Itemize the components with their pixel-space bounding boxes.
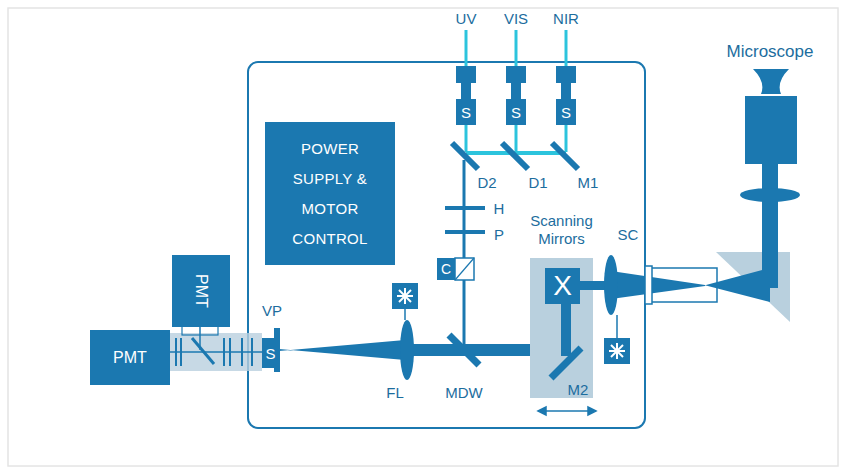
node-text: Scanning Mirrors bbox=[524, 212, 599, 248]
beam bbox=[279, 340, 405, 360]
beam bbox=[463, 160, 466, 350]
polarizer bbox=[445, 230, 485, 234]
frame bbox=[8, 8, 838, 466]
lens bbox=[604, 255, 618, 315]
scanner-band: Scanning MirrorsX bbox=[530, 258, 593, 398]
detector-path bbox=[170, 325, 262, 371]
part-label: MDW bbox=[445, 384, 483, 401]
lens bbox=[740, 188, 800, 202]
housing bbox=[248, 62, 645, 428]
scanner-box: X bbox=[545, 268, 580, 304]
part-label: D1 bbox=[528, 174, 547, 191]
part-label: P bbox=[494, 226, 504, 243]
compensator bbox=[455, 258, 474, 280]
eyepiece bbox=[753, 69, 789, 94]
part-label: M1 bbox=[578, 174, 599, 191]
instrument-label: Microscope bbox=[727, 42, 814, 62]
scanner-band bbox=[530, 258, 593, 398]
half-wave-plate bbox=[445, 206, 485, 210]
motor-icon bbox=[392, 283, 418, 320]
window bbox=[645, 266, 652, 304]
beam bbox=[704, 268, 770, 302]
translation-arrow bbox=[538, 407, 596, 415]
detector-box: PMT bbox=[90, 330, 170, 385]
fiber-couplers bbox=[456, 66, 576, 99]
source-label: NIR bbox=[553, 10, 579, 27]
source-label: UV bbox=[456, 10, 477, 27]
dichroic-mirror bbox=[449, 335, 479, 365]
fiber-coupler: S bbox=[456, 99, 476, 125]
part-label: SC bbox=[618, 226, 639, 243]
fibers bbox=[466, 30, 566, 153]
control-box: POWER SUPPLY & MOTOR CONTROL bbox=[265, 122, 395, 265]
pinhole-box: S bbox=[262, 338, 279, 368]
part-label: H bbox=[494, 200, 505, 217]
part-label: FL bbox=[386, 384, 404, 401]
node-text: PMT bbox=[192, 274, 210, 308]
mirrors bbox=[452, 143, 578, 169]
microscope-body bbox=[745, 96, 797, 164]
node-text: PMT bbox=[113, 349, 147, 367]
node-text: C bbox=[441, 261, 451, 277]
node-text: POWER SUPPLY & MOTOR CONTROL bbox=[288, 134, 372, 254]
part-label: M2 bbox=[568, 381, 589, 398]
source-label: VIS bbox=[504, 10, 528, 27]
component-box: C bbox=[437, 258, 455, 280]
node-text: S bbox=[511, 104, 521, 121]
part-label: D2 bbox=[477, 174, 496, 191]
beam bbox=[611, 271, 705, 299]
motor-icon bbox=[604, 315, 630, 364]
node-text: X bbox=[553, 270, 572, 302]
detector-box: PMT bbox=[172, 255, 230, 327]
beam bbox=[762, 160, 778, 288]
node-text: S bbox=[265, 345, 275, 362]
node-text: S bbox=[561, 104, 571, 121]
part-label: VP bbox=[262, 302, 282, 319]
fiber-coupler: S bbox=[506, 99, 526, 125]
node-text: S bbox=[461, 104, 471, 121]
lens bbox=[400, 320, 414, 380]
fiber-coupler: S bbox=[556, 99, 576, 125]
mirror-m2 bbox=[551, 348, 581, 378]
